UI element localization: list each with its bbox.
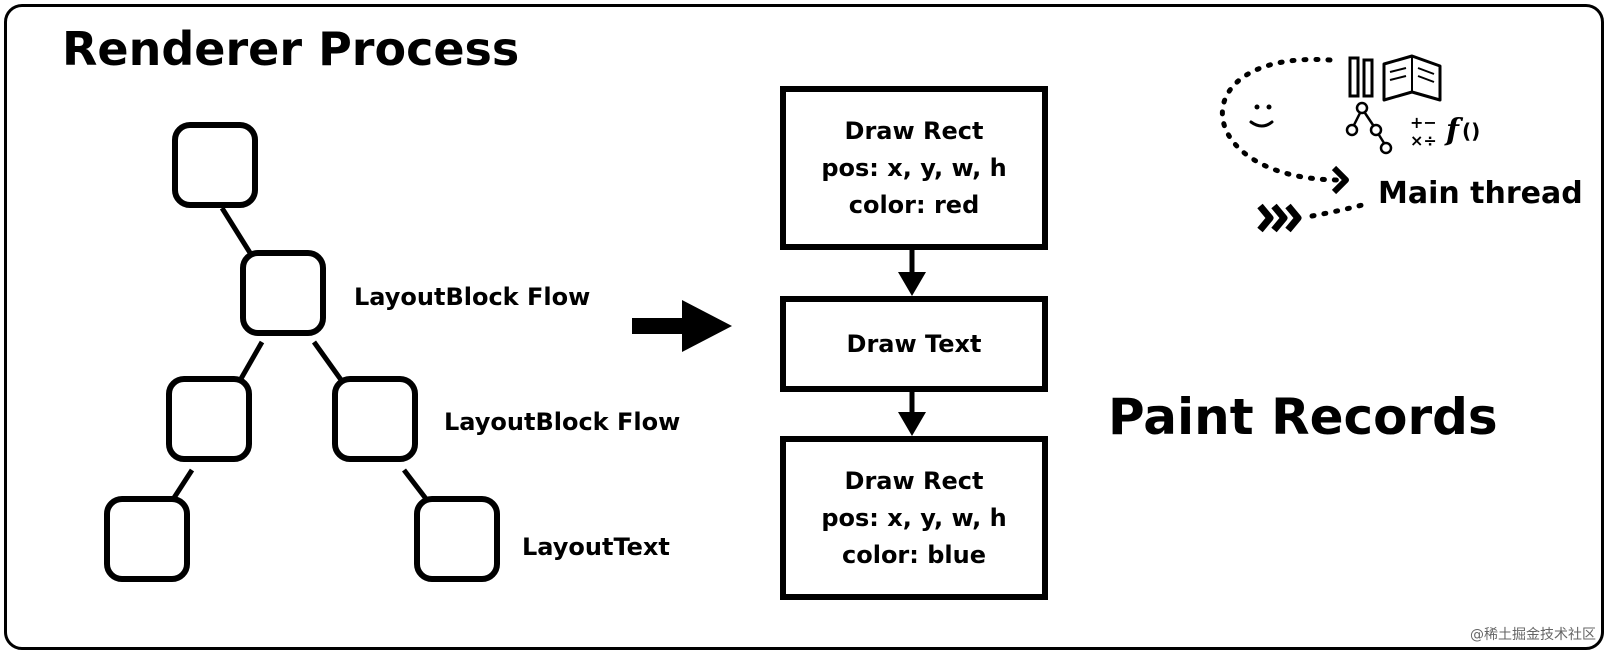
record-1-line-3: color: red <box>848 190 980 219</box>
main-thread-doodle: +− ×÷ f () <box>1219 54 1480 233</box>
tree-edge-mid-right <box>311 340 347 386</box>
tree-node-left-leaf <box>104 496 190 582</box>
watermark: @稀土掘金技术社区 <box>1470 627 1596 643</box>
math-icon: +− ×÷ <box>1410 113 1437 150</box>
fast-forward-icon <box>1257 203 1302 233</box>
paint-records-title: Paint Records <box>1108 388 1498 446</box>
label-layout-block-flow-1: LayoutBlock Flow <box>354 283 591 311</box>
label-layout-block-flow-2: LayoutBlock Flow <box>444 408 681 436</box>
record-3-line-2: pos: x, y, w, h <box>821 503 1007 532</box>
book-icon <box>1382 54 1442 102</box>
tree-node-left <box>166 376 252 462</box>
smiley-icon <box>1249 104 1274 128</box>
record-2-line-1: Draw Text <box>846 329 982 358</box>
svg-text:(): () <box>1462 119 1480 143</box>
record-1-line-1: Draw Rect <box>844 116 984 145</box>
pencil-icon <box>1348 56 1374 98</box>
record-3-line-3: color: blue <box>842 540 986 569</box>
big-arrow <box>632 300 732 352</box>
dotted-loop <box>1219 56 1343 183</box>
record-3-line-1: Draw Rect <box>844 466 984 495</box>
tree-graph-icon <box>1345 101 1393 155</box>
tree-edge-root-mid <box>219 206 255 258</box>
svg-text:f: f <box>1444 113 1464 148</box>
function-icon: f () <box>1444 113 1480 148</box>
loop-chevron-icon <box>1331 165 1349 195</box>
record-arrow-2 <box>898 392 926 436</box>
paint-record-draw-rect-red: Draw Rect pos: x, y, w, h color: red <box>780 86 1048 250</box>
paint-record-draw-text: Draw Text <box>780 296 1048 392</box>
record-arrow-1 <box>898 250 926 296</box>
renderer-process-title: Renderer Process <box>62 22 520 76</box>
svg-text:×÷: ×÷ <box>1410 131 1437 150</box>
main-thread-label: Main thread <box>1378 176 1583 211</box>
tree-node-block-flow-1 <box>240 250 326 336</box>
tree-node-root <box>172 122 258 208</box>
paint-record-draw-rect-blue: Draw Rect pos: x, y, w, h color: blue <box>780 436 1048 600</box>
tree-node-block-flow-2 <box>332 376 418 462</box>
dotted-trail <box>1309 201 1369 219</box>
record-1-line-2: pos: x, y, w, h <box>821 153 1007 182</box>
svg-text:+−: +− <box>1410 113 1437 132</box>
tree-node-layout-text <box>414 496 500 582</box>
label-layout-text: LayoutText <box>522 533 670 561</box>
